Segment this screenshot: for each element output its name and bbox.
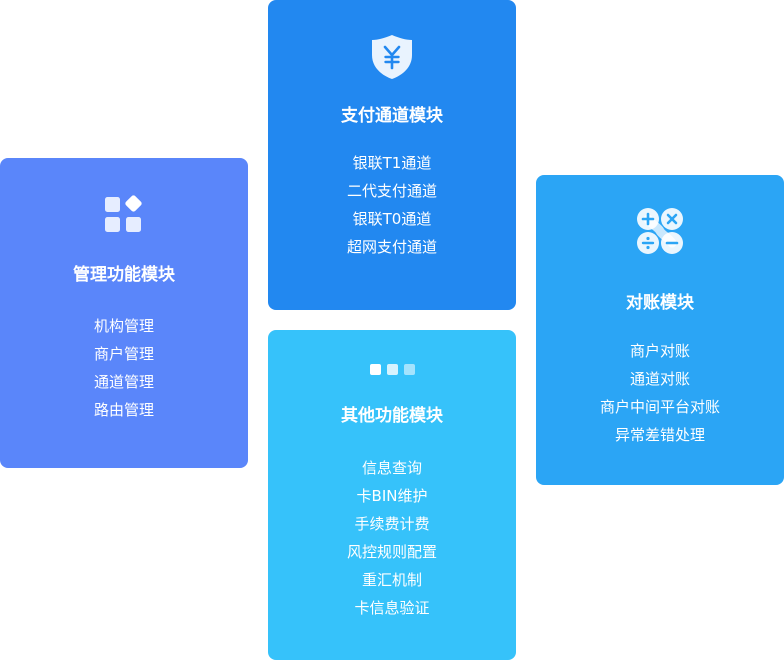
module-item: 超网支付通道 [346,238,437,256]
module-item: 商户管理 [93,345,154,363]
other-functions-module-card: 其他功能模块 信息查询 卡BIN维护 手续费计费 风控规则配置 重汇机制 卡信息… [268,330,516,660]
module-item: 通道管理 [93,373,154,391]
management-module-card: 管理功能模块 机构管理 商户管理 通道管理 路由管理 [0,158,248,468]
module-title: 对账模块 [626,293,694,313]
apps-grid-icon [104,195,144,239]
module-title: 其他功能模块 [341,406,443,426]
module-title: 管理功能模块 [73,265,175,285]
module-item-list: 商户对账 通道对账 商户中间平台对账 异常差错处理 [536,337,784,449]
module-item: 银联T0通道 [352,210,432,228]
yuan-shield-icon [369,33,415,85]
module-item: 路由管理 [93,401,154,419]
module-item: 通道对账 [629,370,690,388]
module-item: 手续费计费 [354,515,430,533]
module-item: 风控规则配置 [346,543,437,561]
module-item: 异常差错处理 [614,426,705,444]
module-item: 卡BIN维护 [356,487,428,505]
reconciliation-module-card: 对账模块 商户对账 通道对账 商户中间平台对账 异常差错处理 [536,175,784,485]
dots-icon [368,362,416,381]
module-item: 银联T1通道 [352,154,432,172]
module-item: 卡信息验证 [354,599,430,617]
module-item: 商户对账 [629,342,690,360]
module-item-list: 信息查询 卡BIN维护 手续费计费 风控规则配置 重汇机制 卡信息验证 [268,454,516,622]
calculator-icon [634,205,686,261]
module-item: 重汇机制 [361,571,422,589]
module-item: 信息查询 [361,459,422,477]
module-item-list: 机构管理 商户管理 通道管理 路由管理 [0,312,248,424]
module-item: 机构管理 [93,317,154,335]
module-item: 商户中间平台对账 [599,398,720,416]
module-item: 二代支付通道 [346,182,437,200]
module-item-list: 银联T1通道 二代支付通道 银联T0通道 超网支付通道 [268,149,516,261]
module-title: 支付通道模块 [341,106,443,126]
payment-channel-module-card: 支付通道模块 银联T1通道 二代支付通道 银联T0通道 超网支付通道 [268,0,516,310]
